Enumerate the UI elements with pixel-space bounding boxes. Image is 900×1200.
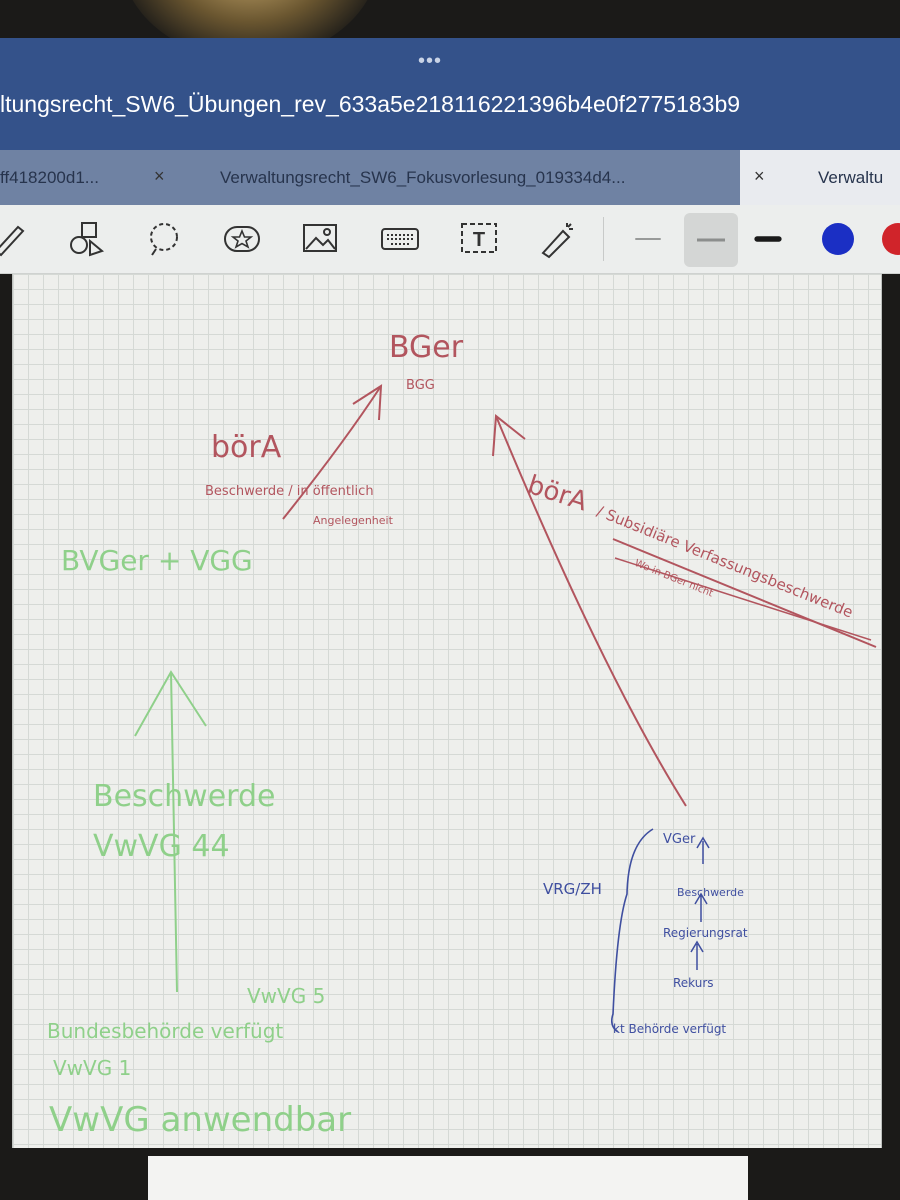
toolbar-divider	[603, 217, 604, 261]
note-rekurs: Rekurs	[673, 976, 714, 990]
note-bgg: BGG	[406, 378, 435, 393]
window-menu-dots[interactable]: •••	[418, 50, 443, 72]
note-bundesbehoerde-verfuegt: Bundesbehörde verfügt	[47, 1019, 284, 1043]
tab-1-label: ff418200d1...	[0, 168, 99, 187]
note-bvger-vgg: BVGer + VGG	[61, 544, 253, 577]
ink-strokes	[134, 384, 877, 1033]
close-icon[interactable]: ×	[754, 166, 765, 186]
tab-1[interactable]: ff418200d1...	[0, 150, 135, 205]
pencil-icon[interactable]	[0, 219, 30, 259]
note-vwvg-44: VwVG 44	[93, 829, 230, 864]
blue-swatch-fill	[822, 223, 854, 255]
tab-2-label: Verwaltungsrecht_SW6_Fokusvorlesung_0193…	[220, 168, 626, 187]
note-vwvg-1: VwVG 1	[53, 1056, 132, 1080]
laser-pointer-icon[interactable]	[537, 219, 577, 259]
note-kt-behoerde-verfuegt: kt Behörde verfügt	[613, 1022, 727, 1036]
note-beschwerde-oeffentlich: Beschwerde / in öffentlich	[205, 484, 374, 499]
image-icon[interactable]	[300, 219, 340, 259]
document-title: ltungsrecht_SW6_Übungen_rev_633a5e218116…	[0, 91, 741, 117]
note-regierungsrat: Regierungsrat	[663, 926, 748, 940]
drawing-toolbar: T	[0, 205, 900, 274]
sticker-icon[interactable]	[222, 219, 262, 259]
note-canvas[interactable]: BGer BGG börA Beschwerde / in öffentlich…	[12, 274, 882, 1148]
text-tool-glyph: T	[473, 229, 485, 251]
pen-width-medium[interactable]	[684, 213, 738, 267]
close-icon[interactable]: ×	[154, 166, 165, 186]
pen-width-thick[interactable]	[748, 219, 792, 259]
red-swatch-fill	[882, 223, 900, 255]
note-vrg-zh: VRG/ZH	[543, 880, 602, 898]
tab-3-label: Verwaltu	[818, 168, 884, 187]
note-bger: BGer	[389, 330, 464, 365]
note-vger: VGer	[663, 832, 696, 847]
keyboard-icon[interactable]	[380, 219, 420, 259]
text-box-icon[interactable]: T	[459, 219, 499, 259]
red-color-swatch[interactable]	[878, 219, 900, 259]
lasso-icon[interactable]	[144, 219, 184, 259]
blue-color-swatch[interactable]	[818, 219, 858, 259]
tab-bar: ff418200d1... × Verwaltungsrecht_SW6_Fok…	[0, 150, 900, 205]
note-angelegenheit: Angelegenheit	[313, 514, 393, 527]
note-beschwerde-green: Beschwerde	[93, 779, 276, 814]
tab-3-active[interactable]: × Verwaltu	[740, 150, 900, 205]
next-page-preview	[148, 1156, 748, 1200]
note-boera-left: börA	[211, 430, 282, 465]
note-beschwerde-blue: Beschwerde	[677, 886, 744, 899]
note-vwvg-5: VwVG 5	[247, 984, 326, 1008]
shapes-icon[interactable]	[66, 219, 106, 259]
note-vwvg-anwendbar: VwVG anwendbar	[49, 1100, 352, 1140]
tab-2[interactable]: × Verwaltungsrecht_SW6_Fokusvorlesung_01…	[136, 150, 736, 205]
title-bar: ••• ltungsrecht_SW6_Übungen_rev_633a5e21…	[0, 38, 900, 150]
pen-width-thin[interactable]	[628, 219, 672, 259]
